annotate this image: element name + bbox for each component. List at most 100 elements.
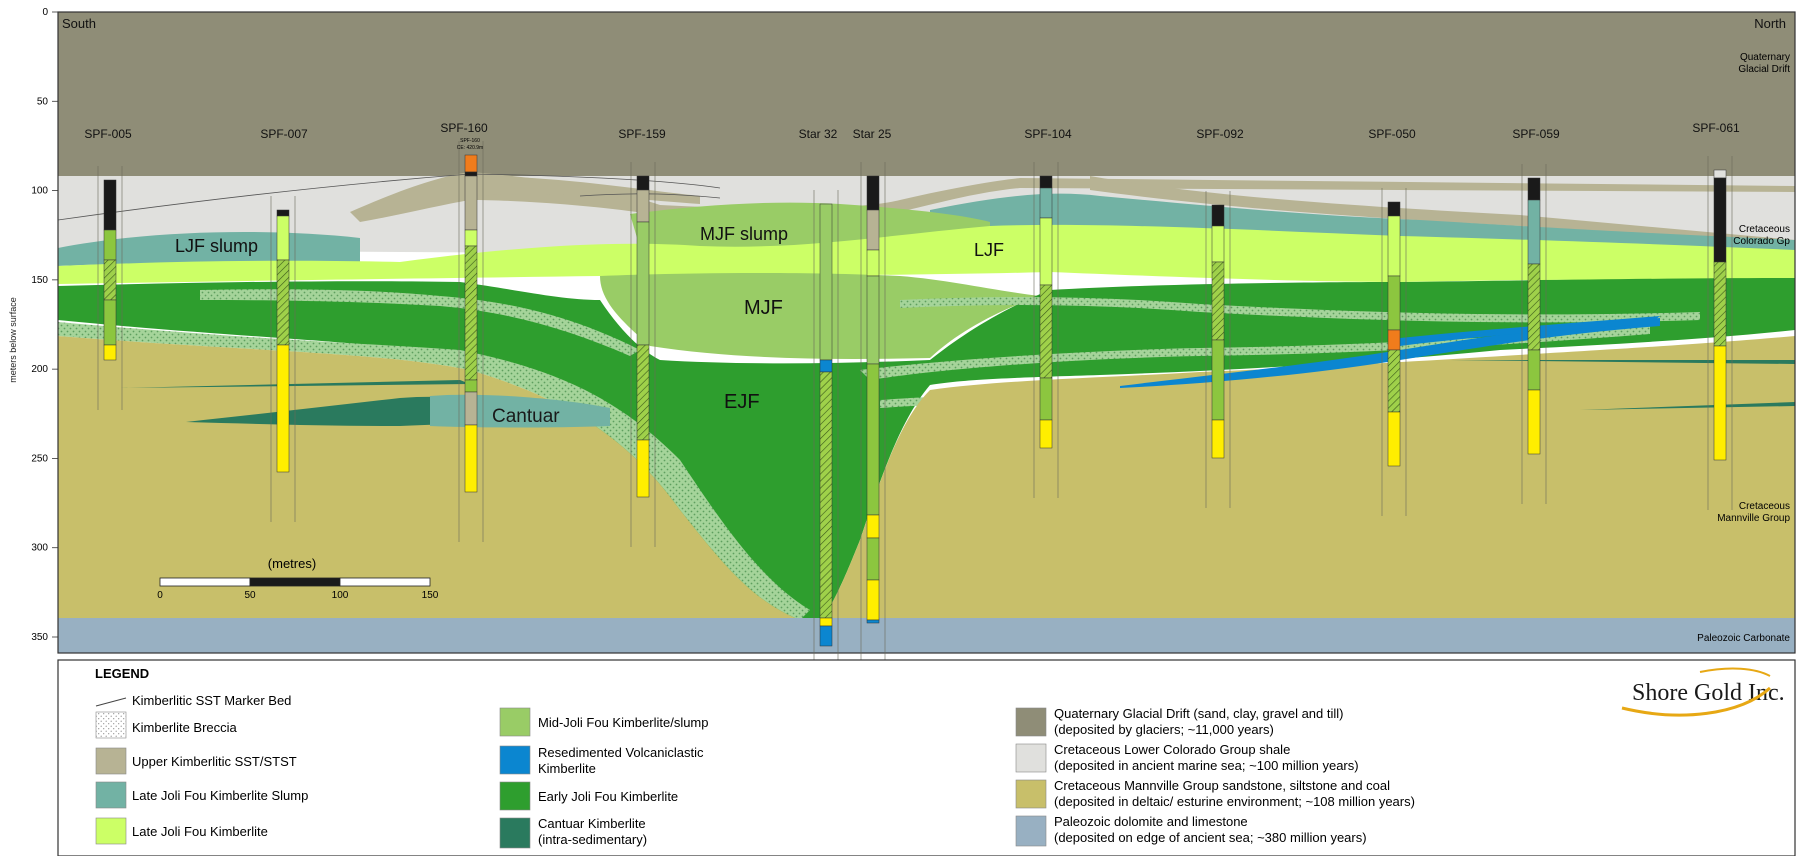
drillhole-log-segment [819,617,833,627]
drillhole-log-segment [636,344,650,441]
ljf-slump-swatch [95,781,127,809]
drillhole-log-segment [103,259,117,301]
drillhole-spf-059: SPF-059 [1512,127,1560,504]
drillhole-log-segment [866,209,880,251]
drillhole-log-segment [1211,225,1225,263]
drillhole-label: SPF-061 [1692,121,1740,135]
drillhole-log-segment [1039,187,1053,219]
breccia-swatch [95,711,127,739]
drillhole-log-segment [103,179,117,231]
depth-tick-label: 0 [42,7,48,18]
drillhole-note: CE: 420.9m [457,145,483,151]
scale-tick-150: 150 [422,590,439,601]
drillhole-log-segment [103,344,117,361]
upper-sst-right [1090,176,1795,248]
paleozoic-swatch [1015,815,1047,847]
legend-col3-item-1a: Quaternary Glacial Drift (sand, clay, gr… [1054,706,1343,721]
drillhole-log-segment [1387,411,1401,467]
depth-tick-label: 250 [31,453,48,464]
mannville-label-2: Mannville Group [1717,513,1790,524]
drillhole-log-segment [1211,339,1225,421]
company-logo: Shore Gold Inc. [1621,667,1785,717]
scale-bar: (metres) 0 50 100 150 [157,556,439,601]
drillhole-star-32: Star 32 [799,127,839,696]
rvk-swatch [499,745,531,775]
drillhole-spf-007: SPF-007 [260,127,308,522]
legend-col1-item-1: Kimberlitic SST Marker Bed [132,693,291,708]
scale-seg-1 [159,577,251,587]
ljf-label: LJF [974,240,1004,260]
drillhole-log-segment [1039,284,1053,379]
drillhole-log-segment [1527,177,1541,201]
depth-tick-label: 350 [31,632,48,643]
drillhole-log-segment [464,229,478,247]
drillhole-log-segment [819,371,833,619]
scale-seg-2 [249,577,341,587]
drillhole-log-segment [464,245,478,381]
south-label: South [62,16,96,31]
drillhole-log-segment [1039,217,1053,286]
drillhole-log-segment [1713,177,1727,263]
drillhole-log-segment [1387,329,1401,351]
depth-tick-label: 100 [31,186,48,197]
north-label: North [1754,16,1786,31]
drillhole-log-segment [1527,389,1541,455]
scale-bar-title: (metres) [268,556,316,571]
logo-text: Shore Gold Inc. [1632,680,1785,706]
drillhole-log-segment [1387,201,1401,217]
drillhole-log-segment [276,259,290,346]
drillhole-log-segment [636,175,650,191]
drillhole-log-segment [636,221,650,346]
drillhole-log-segment [1039,377,1053,421]
drillhole-label: SPF-159 [618,127,666,141]
drillhole-log-segment [866,175,880,211]
drillhole-label: SPF-007 [260,127,308,141]
drillhole-spf-005: SPF-005 [84,127,132,410]
drillhole-log-segment [1039,419,1053,449]
legend-col1-item-2: Kimberlite Breccia [132,720,238,735]
drillhole-spf-159: SPF-159 [618,127,666,547]
mjf-swatch [499,707,531,737]
legend-col3-item-4a: Paleozoic dolomite and limestone [1054,814,1248,829]
drillhole-log-segment [1527,349,1541,391]
drillhole-log-segment [866,619,880,624]
drillhole-log-segment [866,363,880,516]
depth-tick-label: 150 [31,275,48,286]
marker-bed-swatch [95,697,127,707]
legend-col2-item-1: Mid-Joli Fou Kimberlite/slump [538,715,709,730]
ejf-swatch [499,781,531,811]
legend-col3-item-2b: (deposited in ancient marine sea; ~100 m… [1054,758,1359,773]
drillhole-log-segment [819,203,833,361]
quaternary-label-2: Glacial Drift [1738,64,1790,75]
drillhole-log-segment [464,171,478,177]
ljf-swatch [95,817,127,845]
breccia-band-5 [900,296,1700,323]
drillhole-label: SPF-005 [84,127,132,141]
drillhole-log-segment [1527,263,1541,351]
legend-col2-item-2b: Kimberlite [538,761,596,776]
drillhole-spf-104: SPF-104 [1024,127,1072,498]
drillhole-log-segment [866,579,880,621]
drillhole-log-segment [1211,419,1225,459]
drillhole-log-segment [103,299,117,346]
drillhole-log-segment [819,359,833,373]
ejf-label: EJF [724,391,760,413]
scale-tick-100: 100 [332,590,349,601]
drillhole-log-segment [1387,215,1401,277]
legend-col1-item-4: Late Joli Fou Kimberlite Slump [132,788,308,803]
colorado-label-1: Cretaceous [1739,224,1790,235]
drillhole-log-segment [464,379,478,393]
marker-bed-line-2 [579,193,721,199]
legend-col3-item-3a: Cretaceous Mannville Group sandstone, si… [1054,778,1390,793]
drillhole-log-segment [636,439,650,498]
drillhole-label: SPF-160 [440,121,488,135]
drillhole-spf-050: SPF-050 [1368,127,1416,516]
drillhole-log-segment [276,209,290,217]
ljf-slump-label: LJF slump [175,236,258,256]
breccia-band-1 [58,322,810,620]
drillhole-log-segment [1211,261,1225,341]
scale-seg-3 [339,577,431,587]
drillhole-log-segment [464,391,478,426]
drillhole-log-segment [1713,261,1727,347]
